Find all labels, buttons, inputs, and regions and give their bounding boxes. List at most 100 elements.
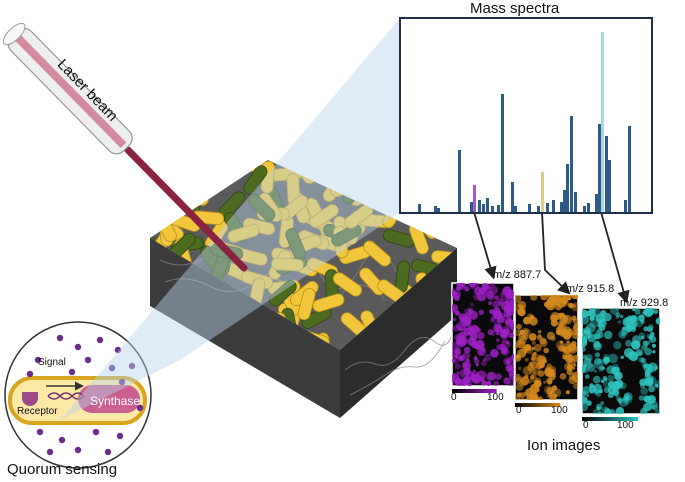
laser-beam-line (124, 146, 248, 272)
spectrum-peak (473, 185, 476, 212)
receptor-icon (22, 392, 38, 406)
spectrum-peak (511, 182, 514, 212)
mass-spectra-panel (399, 17, 653, 214)
bacterium-rod (188, 161, 221, 178)
signal-dot (118, 378, 126, 386)
ion-scale-bar (452, 389, 497, 393)
signal-dot (74, 446, 82, 454)
spectrum-peak (434, 206, 437, 212)
bacterium-rod (332, 272, 363, 297)
spectrum-peak (482, 204, 485, 212)
bacterium-rod (271, 257, 304, 272)
mass-spectra-title: Mass spectra (470, 0, 560, 17)
bacterium-rod (297, 288, 316, 321)
receptor-label: Receptor (17, 406, 58, 417)
bacterium-rod (363, 240, 392, 267)
spectrum-peak (418, 204, 421, 212)
spectrum-peak (583, 206, 586, 212)
ion-image-2 (514, 294, 579, 401)
scale-min-1: 0 (451, 392, 457, 403)
signal-dot (56, 334, 64, 342)
spectrum-peak (470, 202, 473, 212)
bacterium-rod (331, 224, 362, 247)
signal-dot (84, 356, 92, 364)
quorum-sensing-title: Quorum sensing (7, 461, 118, 478)
ion-image-1 (451, 282, 515, 387)
bacterium-rod (285, 228, 306, 260)
bacterium-rod (248, 194, 276, 221)
spectrum-peak (628, 126, 631, 212)
spectrum-peak (478, 200, 481, 212)
synthase-label: Synthase (90, 394, 141, 408)
bacterium-rod (312, 293, 345, 313)
spectrum-peak (437, 208, 440, 212)
synthase-block (78, 385, 140, 413)
signal-dot (46, 448, 54, 456)
signal-dot (34, 356, 42, 364)
spectrum-peak (598, 124, 601, 212)
spectrum-peak (570, 116, 573, 212)
ion-scale-bar (582, 417, 639, 421)
scale-min-3: 0 (583, 420, 589, 431)
bacterium-rod (227, 224, 260, 243)
spectrum-peak (501, 94, 504, 212)
bacterium-rod (269, 280, 297, 307)
bacterium-rod (309, 204, 339, 229)
signal-dot (26, 370, 34, 378)
spectrum-peak (566, 164, 569, 212)
spectrum-peak (491, 206, 494, 212)
bacterium-rod (301, 306, 332, 329)
ion-scale-bar (515, 403, 561, 407)
signal-dot (68, 368, 76, 376)
signal-dot (116, 432, 124, 440)
projection-beam (60, 18, 400, 420)
signal-dot (92, 428, 100, 436)
spectrum-peak (541, 172, 544, 212)
ion-image-panels (451, 282, 661, 421)
mz-label-3: m/z 929.8 (620, 297, 669, 309)
signal-dot (104, 448, 112, 456)
ion-images-title: Ion images (527, 437, 601, 454)
bacterium-rod (243, 165, 268, 195)
scale-max-2: 100 (551, 405, 568, 416)
bacterium-rod (186, 160, 217, 172)
spectrum-peak (514, 206, 517, 212)
spectrum-peak (624, 200, 627, 212)
signal-label: Signal (38, 357, 66, 368)
spectrum-peak (552, 200, 555, 212)
signal-dot (136, 404, 144, 412)
spectrum-peak (497, 205, 500, 212)
spectrum-peak (546, 203, 549, 212)
spectrum-peak (458, 150, 461, 212)
laser-device (2, 22, 248, 272)
spectrum-peak (574, 192, 577, 212)
spectrum-peak (601, 32, 604, 212)
signal-dot (114, 346, 122, 354)
signal-dot (74, 343, 82, 351)
spectrum-peak (563, 190, 566, 212)
bacterium-rod (178, 160, 205, 176)
signal-dot (58, 436, 66, 444)
scale-max-1: 100 (487, 392, 504, 403)
signal-dot (108, 364, 116, 372)
spectrum-peak (595, 194, 598, 212)
spectrum-peak (486, 198, 489, 212)
spectrum-peak (605, 136, 608, 212)
signal-molecules (26, 334, 144, 456)
mz-label-1: m/z 887.7 (493, 269, 542, 281)
dna-icon (47, 392, 85, 400)
spectrum-peak (560, 202, 563, 212)
spectrum-peak (537, 206, 540, 212)
spectrum-peak (587, 203, 590, 212)
bacterium-rod (150, 196, 170, 217)
scale-min-2: 0 (516, 405, 522, 416)
mz-label-2: m/z 915.8 (566, 283, 615, 295)
scale-max-3: 100 (617, 420, 634, 431)
spectrum-peak (608, 160, 611, 212)
bacterium-rod (183, 177, 209, 206)
signal-dot (96, 336, 104, 344)
signal-dot (128, 362, 136, 370)
ion-image-3 (581, 307, 661, 415)
signal-dot (36, 428, 44, 436)
